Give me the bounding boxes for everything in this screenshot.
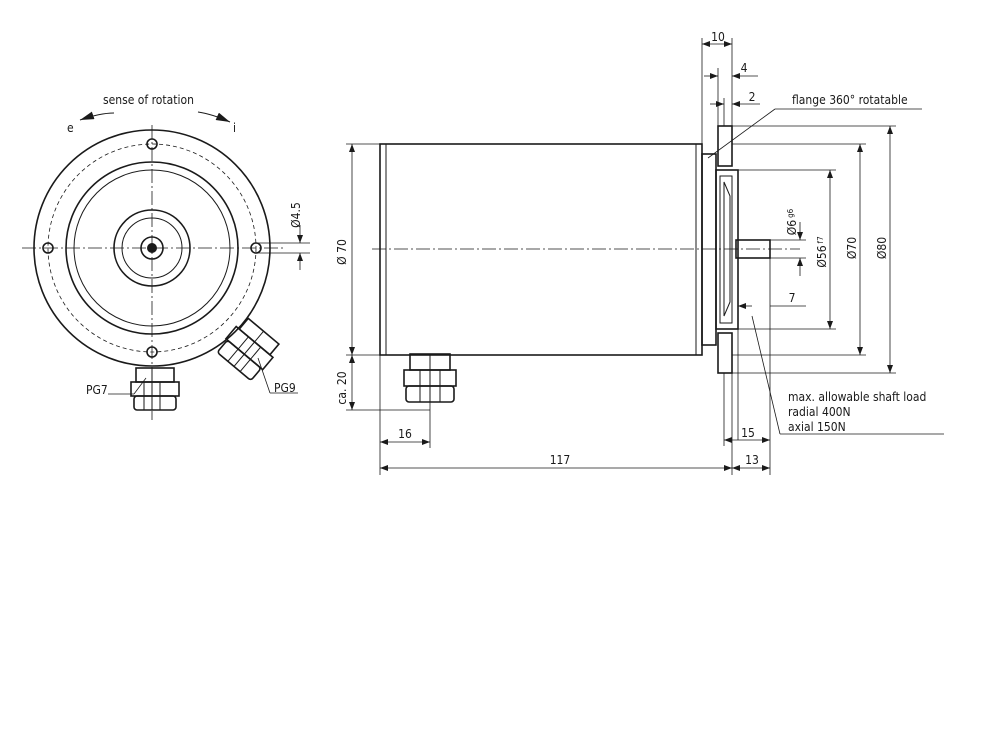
flange-inner-dia-value: 70 (845, 237, 859, 251)
spigot (715, 169, 739, 330)
gland-left-label: PG7 (86, 383, 108, 397)
svg-text:Ø56f7: Ø56 f7 (815, 236, 829, 267)
hole-diameter-symbol: Ø (289, 219, 303, 228)
shaft-dia-symbol: Ø (785, 227, 799, 236)
flange-upper (717, 125, 733, 167)
svg-text:Ø70: Ø70 (845, 237, 859, 259)
gland-pg7 (130, 367, 180, 411)
dim-2-label: 2 (749, 90, 756, 104)
spigot-dia-tol: f7 (816, 236, 825, 243)
svg-text:Ø80: Ø80 (875, 237, 889, 259)
rotation-dir-left: e (67, 121, 74, 135)
flange-inner-dia-symbol: Ø (845, 251, 859, 260)
hole-diameter-value: 4.5 (289, 202, 303, 219)
shaft-dia-tol: g6 (786, 208, 795, 218)
svg-text:Ø 70: Ø 70 (335, 239, 349, 265)
dim-10-label: 10 (711, 30, 725, 44)
gland-offset-label: 16 (398, 427, 412, 441)
front-view: sense of rotation e i Ø4.5 PG7 (22, 93, 310, 420)
gland-pg9 (217, 317, 281, 381)
rotation-arrow-left-icon (79, 111, 115, 121)
cable-height-label: ca. 20 (335, 371, 349, 404)
flange-outer-dia-value: 80 (875, 237, 889, 251)
svg-text:Ø6g6: Ø6 g6 (785, 208, 799, 235)
gland-right-label: PG9 (274, 381, 296, 395)
dim-4-label: 4 (741, 61, 748, 75)
body-dia-value: 70 (335, 239, 349, 253)
dim-15-label: 15 (741, 426, 755, 440)
body-dia-symbol: Ø (335, 256, 349, 265)
load-title: max. allowable shaft load (788, 390, 926, 404)
load-radial: radial 400N (788, 405, 851, 419)
rotation-dir-right: i (233, 121, 236, 135)
shaft-len-label: 7 (789, 291, 796, 305)
flange-lower (717, 332, 733, 374)
spigot-dia-value: 56 (815, 245, 829, 259)
flange-ring (701, 153, 717, 346)
spigot-dia-symbol: Ø (815, 259, 829, 268)
svg-text:Ø4.5: Ø4.5 (289, 202, 303, 228)
rotation-label: sense of rotation (103, 93, 194, 107)
flange-label: flange 360° rotatable (792, 93, 908, 107)
total-length-label: 117 (550, 453, 571, 467)
encoder-body (379, 143, 703, 356)
rotation-arrow-right-icon (197, 111, 231, 123)
dim-13-label: 13 (745, 453, 759, 467)
load-axial: axial 150N (788, 420, 846, 434)
flange-outer-dia-symbol: Ø (875, 251, 889, 260)
side-view: Ø 70 ca. 20 16 117 15 13 10 (335, 30, 944, 475)
cable-gland-side (403, 353, 457, 403)
shaft-dia-value: 6 (785, 220, 799, 227)
